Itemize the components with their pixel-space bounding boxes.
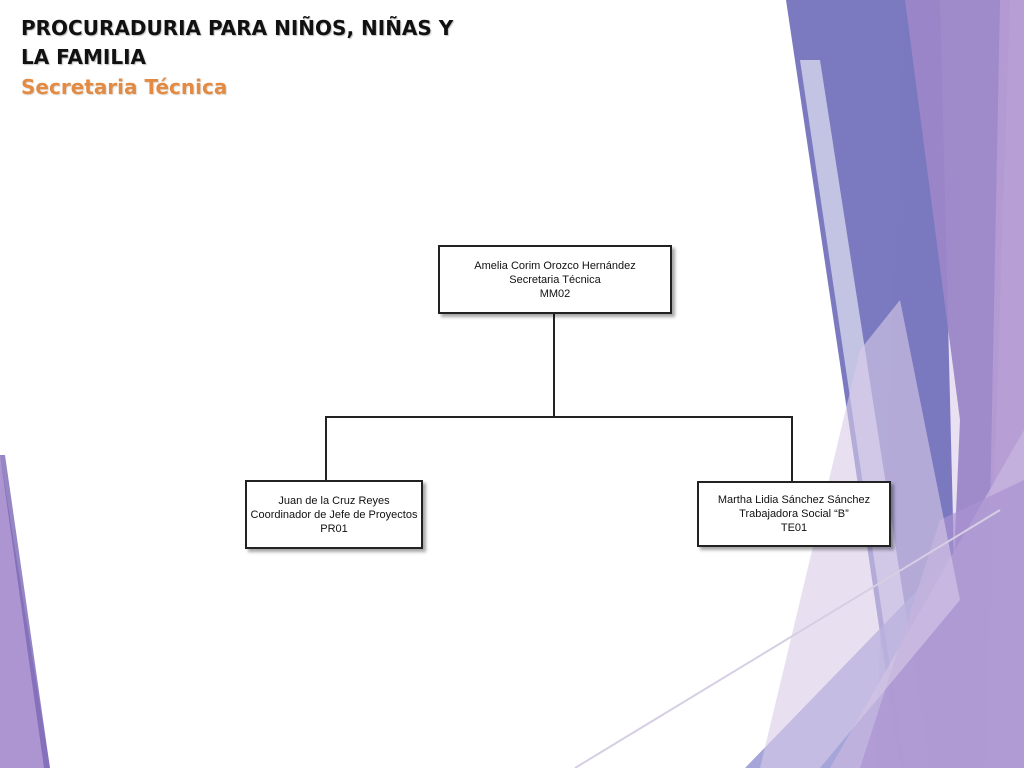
org-node-child-right-code: TE01: [780, 522, 808, 534]
org-node-child-left: Juan de la Cruz Reyes Coordinador de Jef…: [245, 480, 423, 549]
org-node-child-left-position: Coordinador de Jefe de Proyectos: [250, 508, 418, 521]
org-node-child-left-name: Juan de la Cruz Reyes: [278, 494, 390, 507]
org-node-child-right: Martha Lidia Sánchez Sánchez Trabajadora…: [697, 481, 891, 547]
slide-title: PROCURADURIA PARA NIÑOS, NIÑAS Y LA FAMI…: [21, 16, 454, 69]
connector-right-down: [791, 416, 793, 482]
org-node-child-right-name: Martha Lidia Sánchez Sánchez: [717, 494, 871, 506]
org-node-root-position: Secretaria Técnica: [509, 273, 601, 286]
decor-shape-left-sliver-dark: [0, 455, 50, 768]
connector-horizontal: [325, 416, 793, 418]
decor-shape-lower-pale: [860, 480, 1024, 768]
decor-diagonal-line: [574, 509, 1001, 768]
connector-root-down: [553, 314, 555, 418]
slide-subtitle: Secretaria Técnica: [21, 75, 228, 99]
org-node-root-code: MM02: [539, 287, 571, 300]
org-node-child-right-position: Trabajadora Social “B”: [739, 508, 849, 520]
org-node-root-name: Amelia Corim Orozco Hernández: [474, 259, 636, 272]
connector-left-down: [325, 416, 327, 481]
org-node-root: Amelia Corim Orozco Hernández Secretaria…: [438, 245, 672, 314]
org-node-child-left-code: PR01: [320, 522, 348, 535]
